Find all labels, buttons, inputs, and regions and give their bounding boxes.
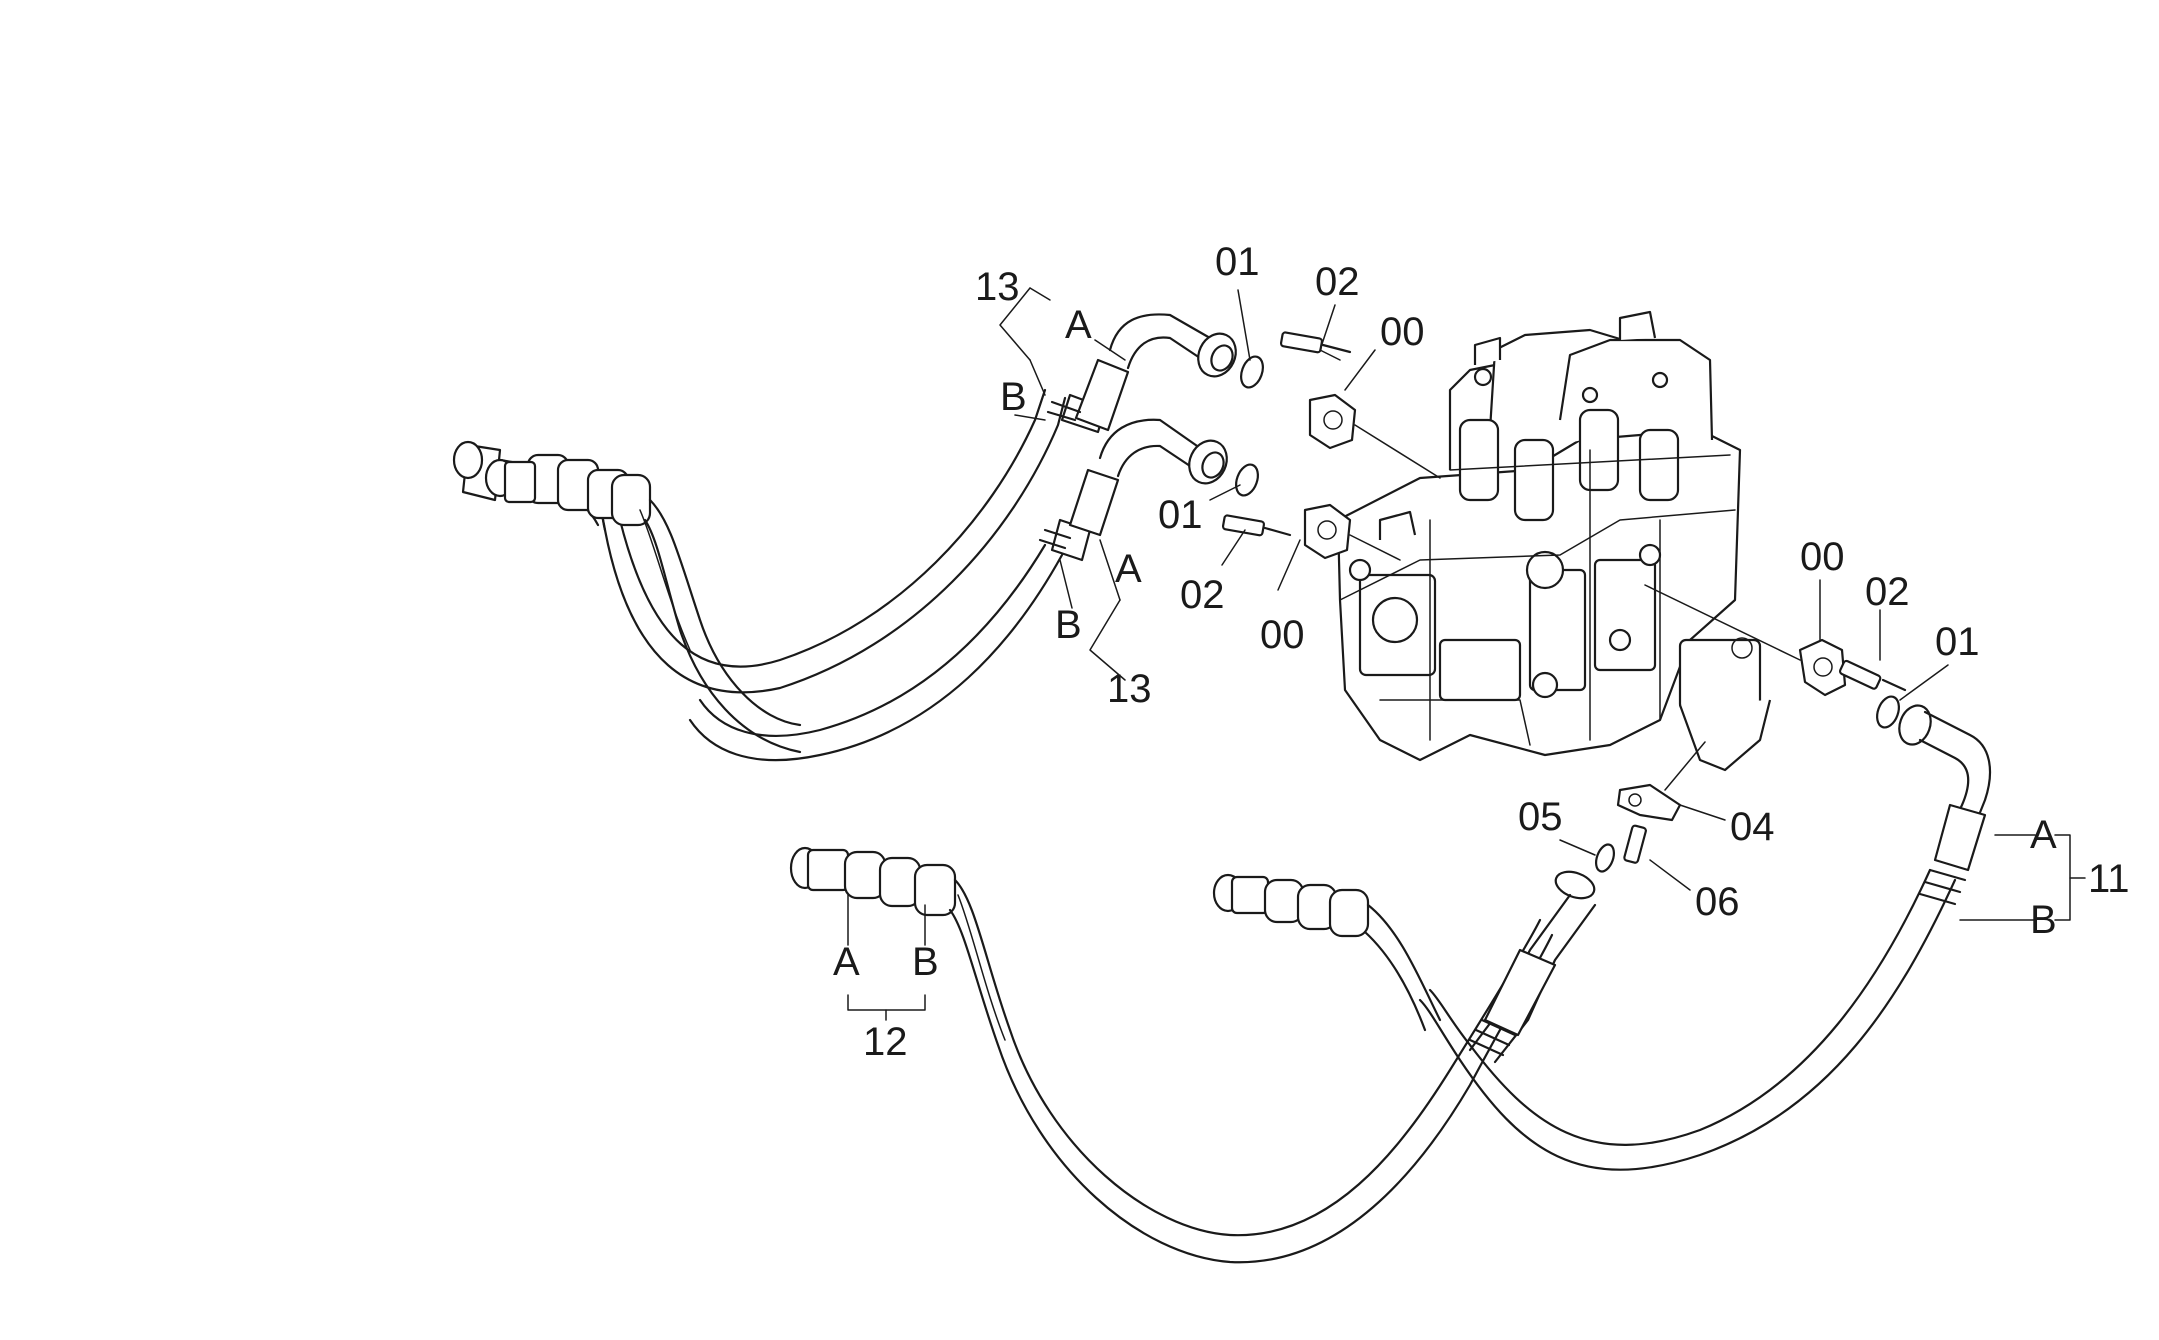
- label-part-04: 04: [1730, 805, 1775, 849]
- hose-lower-center: [1212, 873, 1442, 1032]
- o-ring-01-middle: [1235, 463, 1259, 497]
- flange-00-top: [1308, 393, 1357, 450]
- flange-00-right: [1798, 638, 1847, 697]
- hose-vertical-fitting: [1468, 870, 1597, 1064]
- label-o-ring-01-top: 01: [1215, 240, 1260, 284]
- label-flange-00-right: 00: [1800, 535, 1845, 579]
- part-06-bolt: [1623, 824, 1647, 864]
- label-hose-12-b: B: [912, 940, 939, 984]
- hose-11: [1418, 704, 1992, 1171]
- label-hose-11-b: B: [2030, 898, 2057, 942]
- leader-flange-right-to-valve: [1644, 584, 1801, 661]
- bolt-02-right: [1838, 659, 1907, 692]
- bolt-02-top: [1279, 331, 1352, 354]
- leader-part-04-to-valve: [1664, 741, 1706, 791]
- label-hose-13-mid: 13: [1107, 667, 1152, 711]
- label-flange-00-mid: 00: [1260, 613, 1305, 657]
- label-hose-13-top-b: B: [1000, 375, 1027, 419]
- hose-13-top: [601, 313, 1237, 694]
- label-hose-13-top-a: A: [1065, 303, 1092, 347]
- label-part-05: 05: [1518, 795, 1563, 839]
- label-o-ring-01-mid: 01: [1158, 493, 1203, 537]
- label-hose-12-a: A: [833, 940, 860, 984]
- label-hose-13-top: 13: [975, 265, 1020, 309]
- leader-flange-top-to-valve: [1354, 424, 1441, 479]
- o-ring-01-right: [1876, 695, 1900, 729]
- label-hose-12: 12: [863, 1020, 908, 1064]
- label-hose-13-mid-b: B: [1055, 603, 1082, 647]
- label-o-ring-01-right: 01: [1935, 620, 1980, 664]
- label-bolt-02-mid: 02: [1180, 573, 1225, 617]
- leader-flange-mid-to-valve: [1349, 534, 1401, 561]
- hose-13-fittings-left: [452, 440, 802, 754]
- control-valve-body: [1336, 310, 1772, 772]
- label-flange-00-top: 00: [1380, 310, 1425, 354]
- part-05-seal: [1594, 843, 1616, 873]
- hose-12: [789, 846, 1554, 1264]
- part-04-clamp: [1616, 783, 1682, 822]
- hose-13-middle: [688, 418, 1228, 762]
- label-part-06: 06: [1695, 880, 1740, 924]
- label-hose-11: 11: [2088, 857, 2130, 901]
- o-ring-01-top: [1240, 355, 1264, 389]
- label-hose-13-mid-a: A: [1115, 547, 1142, 591]
- bolt-02-middle: [1221, 514, 1292, 537]
- flange-00-middle: [1303, 503, 1352, 560]
- label-bolt-02-top: 02: [1315, 260, 1360, 304]
- label-hose-11-a: A: [2030, 813, 2057, 857]
- label-bolt-02-right: 02: [1865, 570, 1910, 614]
- part-labels: 13 A B 01 02 00 01 02 00 A B 13 00 02 01…: [833, 240, 2130, 1064]
- leader-lines: [847, 287, 2086, 1021]
